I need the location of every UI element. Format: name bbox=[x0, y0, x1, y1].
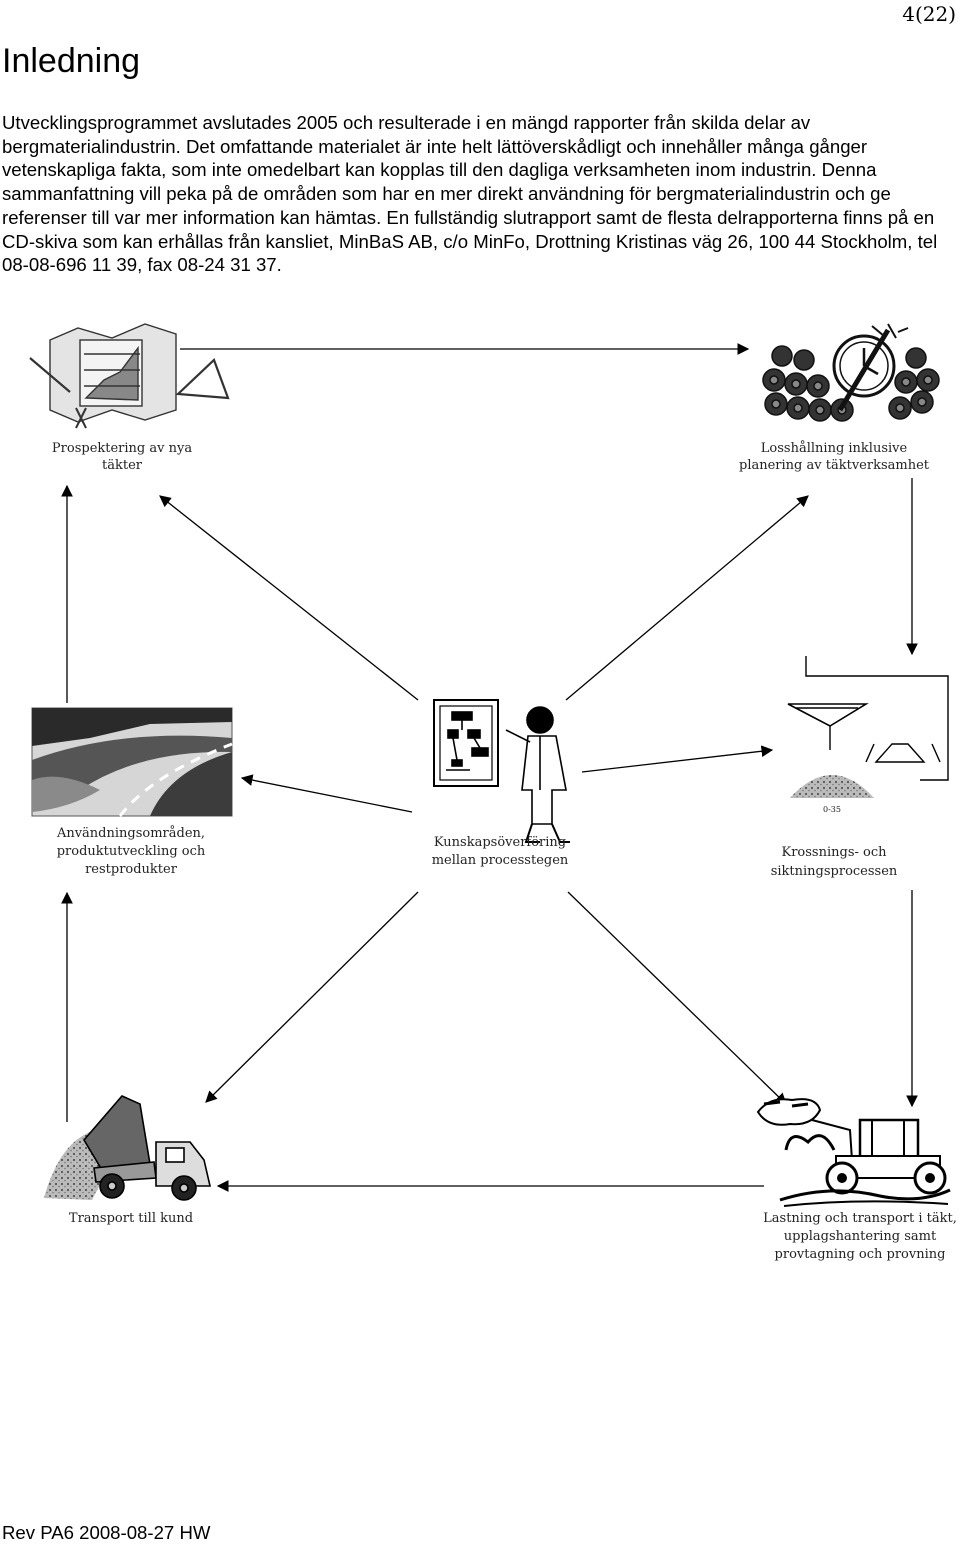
caption-transport: Transport till kund bbox=[69, 1211, 193, 1226]
intro-paragraph: Utvecklingsprogrammet avslutades 2005 oc… bbox=[2, 112, 938, 276]
spoke-to-transport bbox=[205, 891, 419, 1103]
section-heading: Inledning bbox=[2, 42, 141, 80]
crushing-size-label: 0-35 bbox=[823, 805, 841, 814]
spoke-to-crushing bbox=[581, 745, 774, 773]
dump-truck-icon bbox=[44, 1095, 212, 1201]
presenter-flowchart-icon bbox=[433, 699, 570, 843]
page-footer: Rev PA6 2008-08-27 HW bbox=[2, 1522, 211, 1543]
caption-applications: Användningsområden,produktutveckling och… bbox=[56, 825, 206, 877]
spoke-to-loading bbox=[567, 891, 787, 1105]
page-number: 4(22) bbox=[902, 2, 956, 26]
road-landscape-icon bbox=[31, 707, 233, 817]
map-drawing-icon bbox=[29, 323, 230, 429]
spoke-to-applications bbox=[240, 774, 413, 813]
node-transport: Transport till kund bbox=[44, 1095, 212, 1226]
caption-loading: Lastning och transport i täkt,upplagshan… bbox=[763, 1211, 957, 1262]
node-applications: Användningsområden,produktutveckling och… bbox=[31, 707, 233, 877]
explosives-icon bbox=[762, 323, 940, 422]
wheel-loader-icon bbox=[756, 1098, 951, 1207]
node-loading: Lastning och transport i täkt,upplagshan… bbox=[756, 1098, 957, 1262]
spoke-to-prospecting bbox=[159, 495, 419, 701]
knowledge-spokes bbox=[159, 495, 809, 1105]
cycle-arrows bbox=[61, 343, 918, 1192]
crusher-screen-icon bbox=[787, 656, 949, 798]
spoke-to-blasting bbox=[565, 495, 809, 701]
